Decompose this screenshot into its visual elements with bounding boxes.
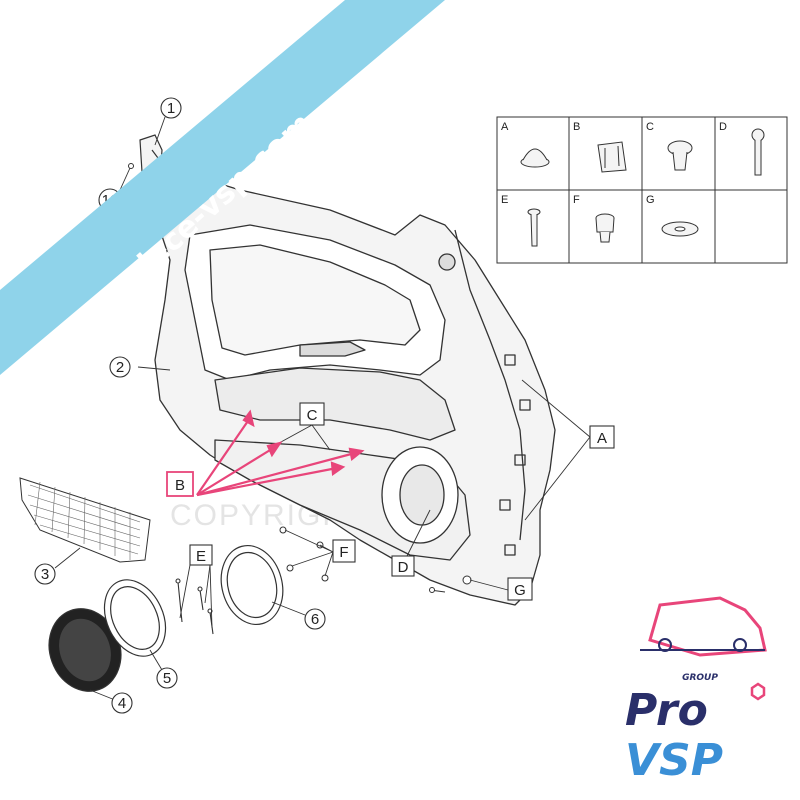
callout-5 <box>156 667 178 689</box>
callout-6 <box>304 608 326 630</box>
callout-box-e <box>189 544 213 566</box>
callout-box-f <box>332 539 356 563</box>
plug-icon <box>520 148 550 168</box>
legend-icons <box>520 128 765 247</box>
push-rivet-icon <box>667 140 693 171</box>
svg-text:2: 2 <box>116 359 124 376</box>
part-4-speaker-grille <box>48 608 122 692</box>
clip-icon <box>597 141 627 173</box>
svg-text:C: C <box>646 121 654 133</box>
bolt-icon <box>527 208 541 247</box>
svg-text:4: 4 <box>118 695 126 712</box>
callout-4 <box>111 692 133 714</box>
callout-box-g <box>507 577 533 601</box>
logo-vsp-text: VSP <box>625 735 723 786</box>
svg-text:1: 1 <box>167 100 175 117</box>
b-arrows <box>196 409 365 497</box>
logo-hex-icon <box>750 682 766 701</box>
svg-text:A: A <box>597 430 607 447</box>
legend-letters: A B C D E F G <box>501 121 727 206</box>
svg-text:E: E <box>196 548 206 565</box>
box-callout-labels: C B E F D A G <box>175 407 607 599</box>
callout-box-a <box>589 425 615 449</box>
part-6-ring <box>220 544 284 626</box>
callout-box-b <box>166 471 194 497</box>
svg-text:E: E <box>501 194 508 206</box>
speaker-opening-inner <box>399 464 445 526</box>
armrest <box>214 367 456 441</box>
d-screw <box>429 587 446 593</box>
provsp-logo: GROUP Pro VSP <box>625 596 767 786</box>
pillar-edge <box>454 229 526 541</box>
svg-text:B: B <box>175 477 185 494</box>
washer-icon <box>661 221 699 237</box>
svg-text:D: D <box>398 559 409 576</box>
g-washer <box>462 575 472 585</box>
svg-text:F: F <box>339 544 348 561</box>
callout-1 <box>160 97 182 119</box>
part-3-grille <box>19 477 151 563</box>
screw-icon <box>751 128 765 176</box>
svg-text:5: 5 <box>163 670 171 687</box>
part-10-screw <box>128 163 134 169</box>
logo-group-text: GROUP <box>682 673 718 683</box>
callout-3 <box>34 563 56 585</box>
logo-pro-text: Pro <box>625 685 708 736</box>
logo-car-outline <box>648 596 767 657</box>
svg-text:B: B <box>573 121 580 133</box>
svg-text:3: 3 <box>41 566 49 583</box>
callout-box-c <box>299 402 325 426</box>
door-trim-panel <box>149 169 556 606</box>
svg-text:G: G <box>514 582 526 599</box>
svg-text:C: C <box>307 407 318 424</box>
nut-icon <box>595 213 615 243</box>
window-opening <box>209 244 421 356</box>
svg-text:D: D <box>719 121 727 133</box>
door-handle-recess <box>299 341 366 357</box>
f-nuts <box>279 526 329 582</box>
mirror-mount <box>438 253 456 271</box>
callout-2 <box>109 356 131 378</box>
part-5-speaker-cover <box>103 579 167 657</box>
leader-lines <box>54 116 591 701</box>
svg-text:F: F <box>573 194 580 206</box>
clip-bosses <box>499 354 531 556</box>
box-callouts <box>166 402 615 601</box>
callout-box-d <box>391 555 415 577</box>
svg-text:6: 6 <box>311 611 319 628</box>
fastener-legend-table <box>496 116 788 264</box>
svg-text:A: A <box>501 121 509 133</box>
svg-text:G: G <box>646 194 655 206</box>
